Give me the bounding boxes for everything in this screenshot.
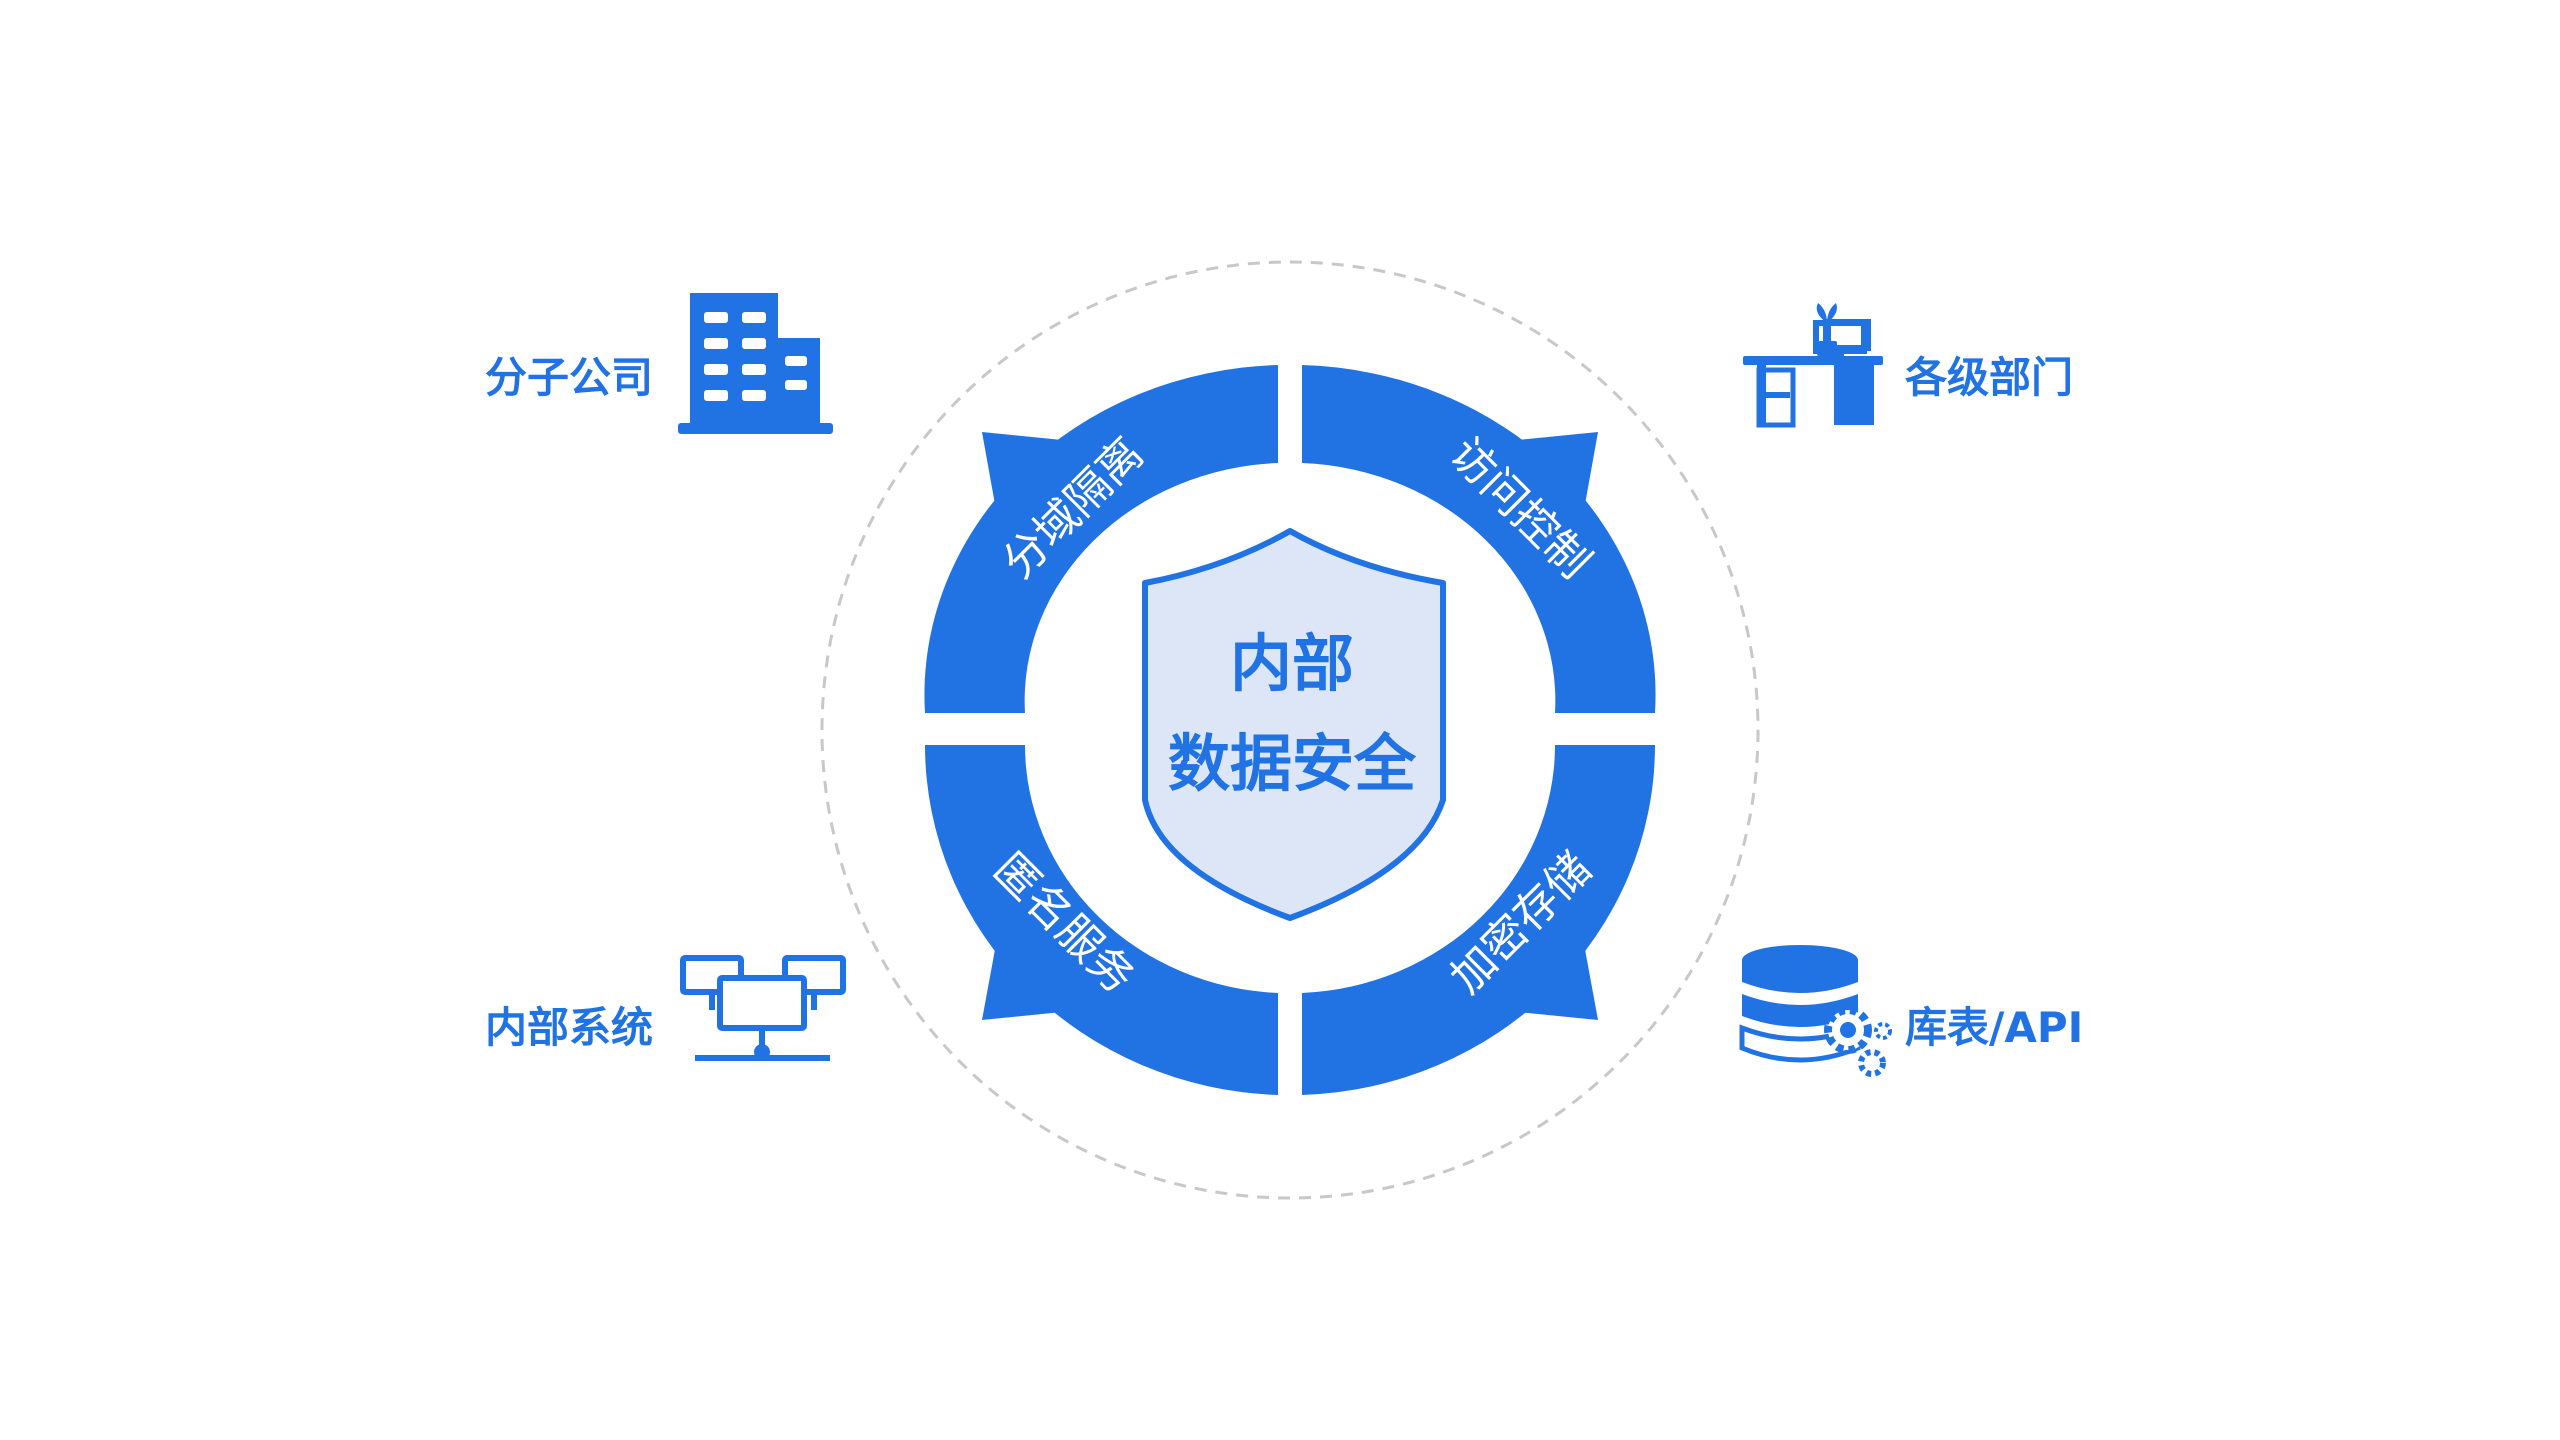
center-title-line2: 数据安全 <box>1168 727 1417 800</box>
ring-segment-top-right <box>1302 365 1656 713</box>
shield-shape <box>1142 528 1446 921</box>
ring-arrow-bottom-right <box>1518 944 1598 1020</box>
ring-segment-bottom-left <box>925 745 1278 1095</box>
corner-label-bottom-left: 内部系统 <box>485 1003 653 1052</box>
corner-label-bottom-right: 库表/API <box>1905 1003 2083 1052</box>
ring-arrow-top-left <box>982 432 1062 510</box>
corner-label-top-left: 分子公司 <box>485 353 653 402</box>
ring-arrow-top-right <box>1518 432 1598 510</box>
network-computers-icon <box>680 955 846 1061</box>
center-title-line1: 内部 <box>1230 627 1354 700</box>
ring-arrow-bottom-left <box>982 944 1062 1020</box>
monitor-icon <box>1813 320 1867 358</box>
ring <box>924 365 1656 1095</box>
outer-dashed-circle <box>820 260 1760 1200</box>
ring-segment-top-left <box>924 365 1278 713</box>
office-building-icon <box>678 293 833 434</box>
corner-label-top-right: 各级部门 <box>1905 353 2073 402</box>
network-node-icon <box>754 1044 770 1060</box>
shield-icon <box>1142 528 1446 921</box>
ring-segment-bottom-right <box>1302 745 1655 1095</box>
database-settings-icon <box>1739 945 1892 1077</box>
